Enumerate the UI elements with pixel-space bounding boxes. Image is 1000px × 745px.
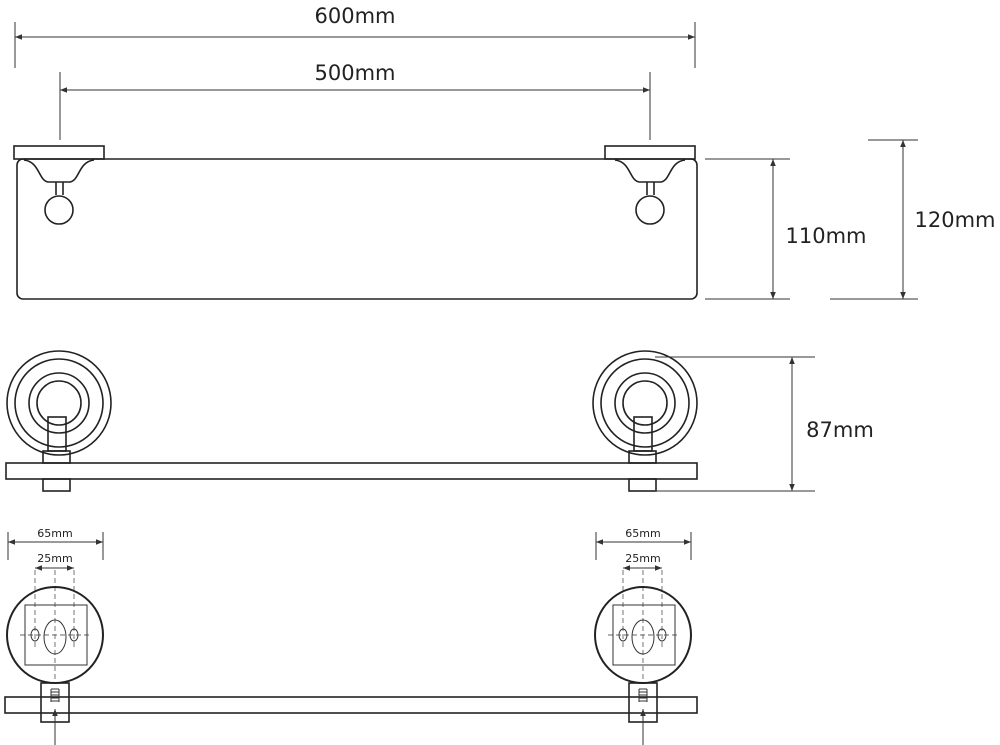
rose-diameter-label: 65mm [625,527,660,540]
dimension-total-height: 120mm [830,139,996,300]
shelf-rail-bottom [4,696,698,714]
dimension-projection: 87mm [655,356,874,492]
dimension-glass-height: 110mm [705,158,867,300]
rose-left [6,350,112,492]
dimension-overall-width: 600mm [14,4,696,68]
top-view [5,350,698,492]
hole-spacing-label: 25mm [625,552,660,565]
fixing-detail-left: 65mm 25mm [6,527,104,745]
rose-right [592,350,698,492]
fixing-detail-right: 65mm 25mm [594,527,692,745]
front-bracket-right [604,145,696,225]
total-height-label: 120mm [915,208,996,232]
glass-shelf [5,462,698,480]
projection-label: 87mm [806,418,874,442]
rose-diameter-label: 65mm [37,527,72,540]
overall-width-label: 600mm [315,4,396,28]
front-view [13,145,698,300]
front-bracket-left [13,145,105,225]
hole-spacing-label: 25mm [37,552,72,565]
glass-height-label: 110mm [786,224,867,248]
dimension-fixing-centres: 500mm [59,61,651,140]
fixing-centres-label: 500mm [315,61,396,85]
